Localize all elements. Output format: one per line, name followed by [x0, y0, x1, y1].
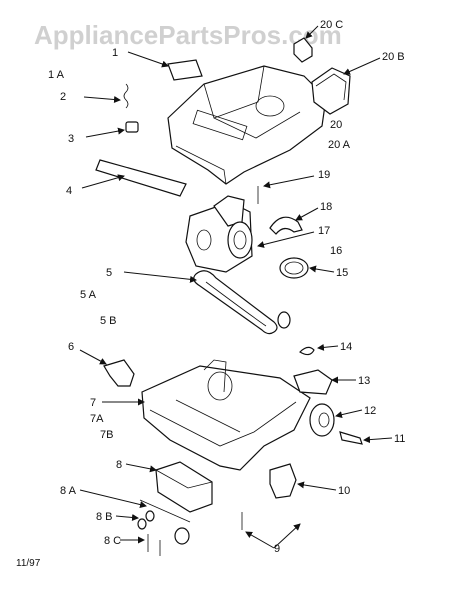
label-5b: 5 B: [100, 315, 117, 327]
label-1a: 1 A: [48, 69, 65, 81]
label-16: 16: [330, 245, 342, 257]
label-15: 15: [336, 267, 348, 279]
label-7a: 7A: [90, 413, 104, 425]
leader-6: [79, 349, 107, 365]
part-12-wheel[interactable]: [309, 403, 335, 437]
part-20c-clip[interactable]: [293, 37, 313, 63]
watermark-text: AppliancePartsPros.com: [34, 20, 342, 50]
leader-4: [81, 174, 125, 189]
label-7b: 7B: [100, 429, 113, 441]
part-20-hood[interactable]: [167, 65, 327, 185]
part-8b-wheel[interactable]: [145, 510, 155, 522]
part-2-spring[interactable]: [123, 83, 129, 109]
leader-17: [257, 231, 315, 248]
leader-10: [297, 481, 337, 491]
leader-8a: [79, 489, 147, 508]
leader-18: [295, 207, 319, 221]
leader-2: [83, 96, 121, 103]
leader-20b: [343, 57, 381, 75]
label-13: 13: [358, 375, 370, 387]
label-11: 11: [394, 433, 405, 445]
part-8-handle[interactable]: [155, 461, 213, 513]
label-8b: 8 B: [96, 511, 113, 523]
label-5a: 5 A: [80, 289, 97, 301]
leader-8b: [115, 513, 139, 521]
leader-5: [123, 271, 197, 283]
label-19: 19: [318, 169, 330, 181]
label-14: 14: [340, 341, 352, 353]
leader-1: [127, 51, 169, 68]
label-10: 10: [338, 485, 350, 497]
part-20b-cap[interactable]: [311, 67, 351, 115]
label-20c: 20 C: [320, 19, 343, 31]
label-9: 9: [274, 543, 280, 555]
leader-20c: [305, 25, 319, 39]
part-6-latch[interactable]: [103, 359, 135, 387]
part-4-bumper[interactable]: [95, 159, 187, 197]
label-18: 18: [320, 201, 332, 213]
label-1: 1: [112, 47, 118, 59]
part-5-belt[interactable]: [193, 270, 278, 335]
leader-9b: [273, 523, 301, 549]
label-4: 4: [66, 185, 72, 197]
leader-11: [363, 436, 393, 444]
leader-12: [335, 409, 363, 419]
label-3: 3: [68, 133, 74, 145]
leader-14: [317, 343, 339, 351]
part-3-block[interactable]: [125, 121, 139, 133]
leader-9a: [245, 531, 275, 549]
part-11-axle[interactable]: [339, 431, 363, 445]
part-14-pin[interactable]: [299, 346, 315, 356]
label-12: 12: [364, 405, 376, 417]
label-20b: 20 B: [382, 51, 405, 63]
part-7-base[interactable]: [141, 365, 311, 471]
label-7: 7: [90, 397, 96, 409]
label-6: 6: [68, 341, 74, 353]
part-5-brushroll-end[interactable]: [277, 311, 291, 329]
part-15-ring[interactable]: [279, 257, 309, 279]
part-8c-roller[interactable]: [174, 527, 190, 545]
leader-3: [85, 127, 125, 138]
part-1-plate[interactable]: [167, 59, 203, 81]
part-10-cover[interactable]: [269, 463, 297, 499]
label-17: 17: [318, 225, 330, 237]
label-20: 20: [330, 119, 342, 131]
label-5: 5: [106, 267, 112, 279]
part-13-pedal[interactable]: [293, 369, 333, 395]
label-8a: 8 A: [60, 485, 77, 497]
label-8c: 8 C: [104, 535, 121, 547]
label-8: 8: [116, 459, 122, 471]
part-8a-rod[interactable]: [139, 499, 191, 523]
leader-8: [125, 463, 157, 473]
leader-19: [263, 175, 315, 189]
part-8b-wheel-2[interactable]: [137, 518, 147, 530]
label-20a: 20 A: [328, 139, 351, 151]
part-18-bracket[interactable]: [269, 216, 303, 235]
leader-15: [309, 265, 335, 273]
date-code: 11/97: [16, 558, 41, 569]
label-2: 2: [60, 91, 66, 103]
